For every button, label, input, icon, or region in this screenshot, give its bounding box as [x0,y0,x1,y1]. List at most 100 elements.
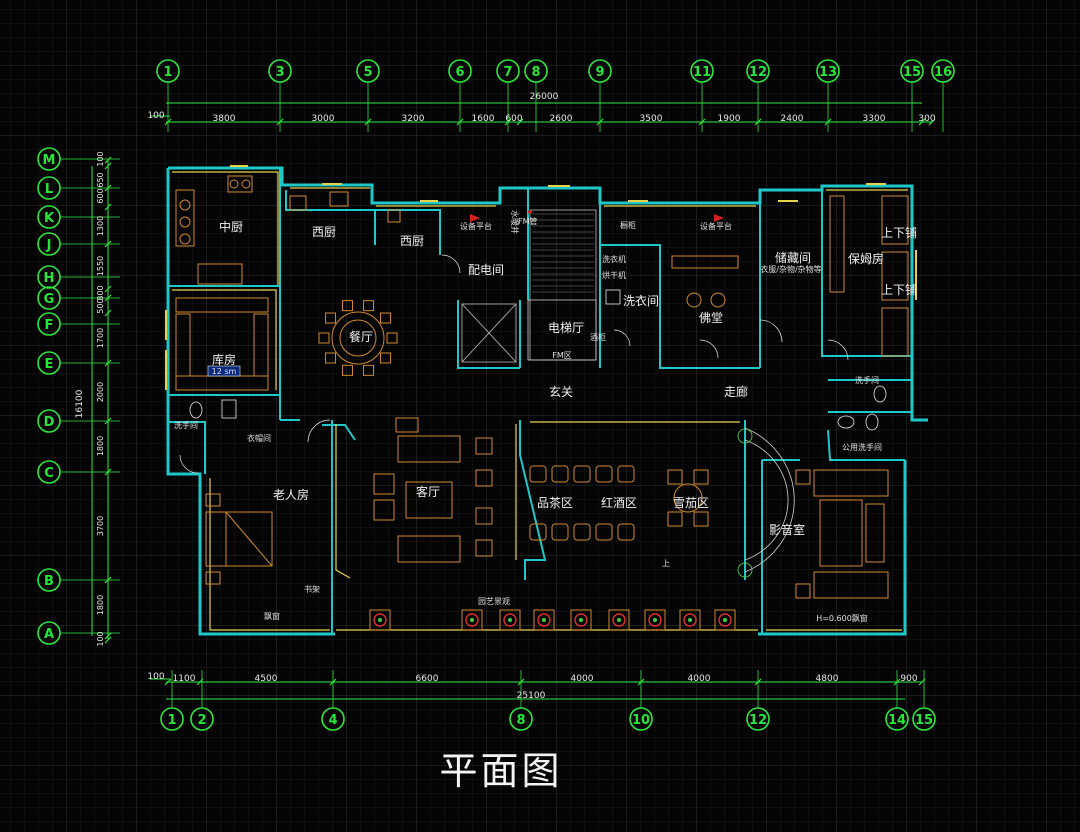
dimension-tick [104,468,112,476]
left-segment-dimension: 1300 [96,216,105,236]
top-segment-dimension: 1900 [718,114,741,124]
label-buddha-hall: 佛堂 [699,311,723,325]
dining-chair [341,364,353,376]
washroom-fixtures [189,289,887,431]
svg-text:K: K [44,211,55,226]
top-dimension-ticks [164,118,936,126]
label-tea-area: 品茶区 [537,495,573,510]
tea-chair [617,523,635,541]
label-living-room: 客厅 [416,484,440,499]
dimension-tick [516,118,524,126]
left-axis-E: E [37,351,61,375]
planter [369,609,391,631]
kitchen-fixtures [175,175,401,285]
planter [570,609,592,631]
left-segment-dimension: 650 [96,172,105,187]
top-segment-dimension: 600 [505,114,522,124]
svg-text:13: 13 [819,65,837,80]
label-equipment-platform-2: 设备平台 [700,221,732,231]
dimension-tick [164,678,172,686]
label-elder-room: 老人房 [273,487,309,502]
svg-text:15: 15 [903,65,921,80]
dimension-tick [918,118,926,126]
svg-text:B: B [44,574,54,589]
dimension-tick [164,118,172,126]
bottom-segment-dimension: 6600 [416,674,439,684]
left-total-dimension: 16100 [75,389,85,418]
left-axis-B: B [37,568,61,592]
svg-text:A: A [44,627,54,642]
top-segment-dimension: 300 [918,114,935,124]
dimension-tick [698,118,706,126]
svg-text:6: 6 [455,65,464,80]
door-swings [179,254,849,474]
left-axis-H: H [37,265,61,289]
top-axis-15: 15 [900,59,924,83]
dimension-tick [364,118,372,126]
label-cigar-area: 雪茄区 [673,496,709,510]
left-segment-dimension: 300 [96,285,105,300]
bottom-axis-8: 8 [509,707,533,731]
label-stair-up: 上 [662,559,670,568]
label-warehouse: 库房 [212,352,236,367]
label-fm-zone: FM区 [552,351,572,360]
label-theater: 影音室 [769,522,805,537]
equipment-markers [470,210,724,222]
dimension-tick [824,118,832,126]
left-segment-dimension: 3700 [96,516,105,536]
label-wardrobe: 衣帽间 [247,433,271,443]
label-equipment-platform-1: 设备平台 [460,221,492,231]
dimension-tick [504,118,512,126]
left-axis-D: D [37,409,61,433]
top-axis-12: 12 [746,59,770,83]
dining-chair [363,300,375,312]
label-window-2: H=0.600飘窗 [816,613,868,623]
label-laundry: 洗衣间 [623,293,659,308]
warehouse-area-tag [207,365,241,377]
tea-chair [595,465,613,483]
label-corridor: 走廊 [724,384,748,399]
top-offset-dimension: 100 [147,111,164,121]
left-segment-dimension: 1700 [96,328,105,348]
svg-text:3: 3 [275,65,284,80]
svg-text:9: 9 [595,65,604,80]
label-foyer: 玄关 [549,384,573,399]
bottom-segment-dimension: 900 [900,674,917,684]
dimension-tick [104,309,112,317]
wall-trims [172,171,908,631]
left-axis-A: A [37,621,61,645]
label-wine-cabinet: 酒柜 [590,332,606,342]
dimension-tick [104,285,112,293]
tea-chair [617,465,635,483]
svg-text:12: 12 [749,65,767,80]
dimension-tick [104,203,112,211]
svg-text:8: 8 [516,713,525,728]
svg-text:11: 11 [693,65,711,80]
top-segment-dimension: 3800 [213,114,236,124]
theater-furniture [795,469,889,599]
label-washer: 洗衣机 [602,254,626,264]
label-bunk-1: 上下铺 [881,226,917,240]
left-segment-dimension: 1800 [96,595,105,615]
bottom-segment-dimension: 1100 [173,674,196,684]
inner-walls [168,168,912,634]
label-elevator-hall: 电梯厅 [548,321,584,335]
svg-text:L: L [45,182,53,197]
top-axis-11: 11 [690,59,714,83]
bottom-segment-dimension: 4500 [255,674,278,684]
dining-table [331,311,385,365]
top-axis-3: 3 [268,59,292,83]
dimension-tick [104,359,112,367]
label-washroom-1: 洗手间 [174,420,198,430]
planter [644,609,666,631]
dining-chairs [318,300,398,376]
label-bunk-2: 上下铺 [881,283,917,297]
left-axis-J: J [37,232,61,256]
svg-text:12: 12 [749,713,767,728]
top-axis-5: 5 [356,59,380,83]
svg-text:8: 8 [531,65,540,80]
bottom-axis-1: 1 [160,707,184,731]
label-garden-view: 园艺景观 [478,597,510,606]
